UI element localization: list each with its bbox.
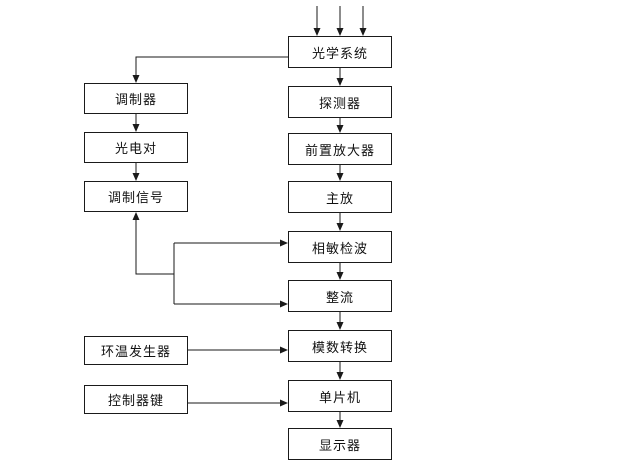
adc-box: 模数转换: [288, 330, 392, 362]
phase-detector-box: 相敏检波: [288, 231, 392, 263]
detector-box: 探测器: [288, 86, 392, 118]
main-amplifier-box: 主放: [288, 181, 392, 213]
arrow-optics-modulator: [132, 56, 288, 83]
ambient-temp-box: 环温发生器: [84, 336, 188, 365]
arrow-to-modsig: [132, 212, 174, 275]
rectifier-box: 整流: [288, 280, 392, 312]
optics-system-box: 光学系统: [288, 36, 392, 68]
modulator-box: 调制器: [84, 83, 188, 114]
mod-signal-box: 调制信号: [84, 181, 188, 212]
photo-pair-box: 光电对: [84, 132, 188, 163]
display-box: 显示器: [288, 428, 392, 460]
mcu-box: 单片机: [288, 380, 392, 412]
control-keys-box: 控制器键: [84, 385, 188, 414]
preamplifier-box: 前置放大器: [288, 133, 392, 165]
